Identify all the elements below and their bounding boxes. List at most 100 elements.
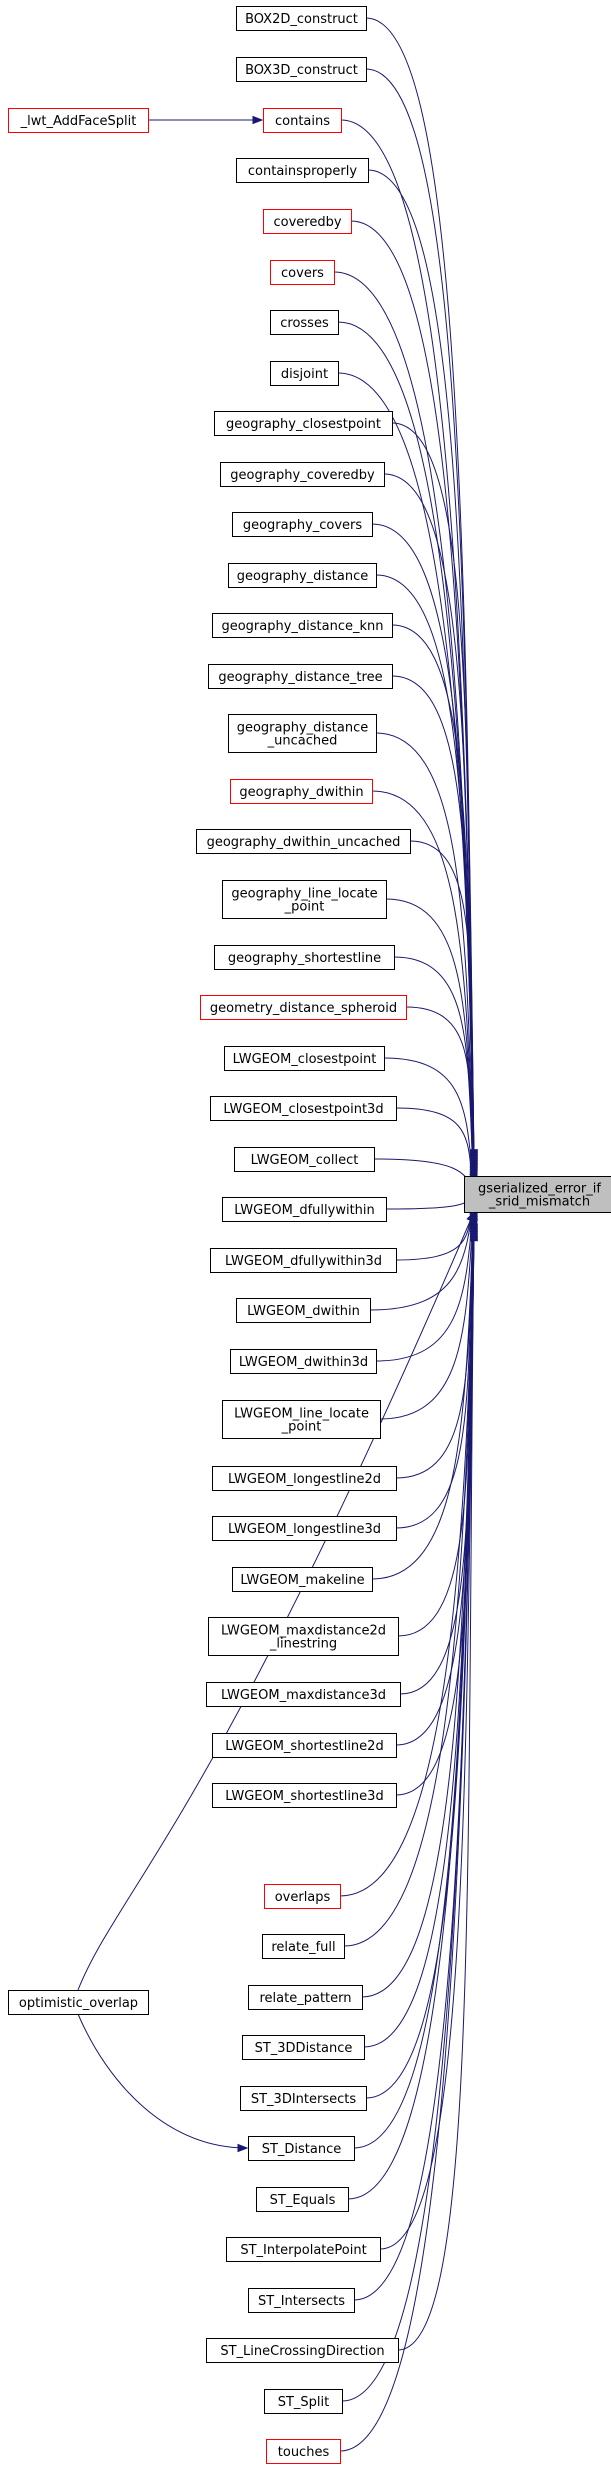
node-containsproperly[interactable]: containsproperly (236, 158, 369, 183)
node-label: ST_3DIntersects (251, 2092, 357, 2107)
node-label: BOX2D_construct (245, 12, 358, 27)
arrowhead (469, 1230, 479, 1242)
node-geography-distance-knn[interactable]: geography_distance_knn (212, 613, 393, 638)
node-lwgeom-dwithin[interactable]: LWGEOM_dwithin (236, 1298, 371, 1323)
node-box (208, 1617, 399, 1656)
node-label: geography_covers (243, 518, 363, 533)
node-lwgeom-longestline3d[interactable]: LWGEOM_longestline3d (212, 1516, 397, 1541)
node-covers[interactable]: covers (270, 260, 335, 285)
edge-lwgeom-longestline2d-to-target (395, 1201, 478, 1479)
node-label: disjoint (281, 367, 328, 382)
node-lwt-addfacesplit[interactable]: _lwt_AddFaceSplit (8, 108, 149, 133)
node-st-3ddistance[interactable]: ST_3DDistance (242, 2035, 365, 2060)
node-box (212, 1733, 397, 1758)
node-lwgeom-dwithin3d[interactable]: LWGEOM_dwithin3d (230, 1349, 377, 1374)
node-target[interactable]: gserialized_error_if_srid_mismatch (464, 1176, 611, 1213)
node-st-interpolatepoint[interactable]: ST_InterpolatePoint (226, 2237, 381, 2262)
node-label: containsproperly (248, 164, 357, 179)
node-geography-closestpoint[interactable]: geography_closestpoint (214, 411, 393, 436)
node-label: ST_3DDistance (255, 2041, 353, 2056)
node-label: _point (284, 900, 325, 915)
node-box (270, 361, 339, 386)
node-lwgeom-shortestline2d[interactable]: LWGEOM_shortestline2d (212, 1733, 397, 1758)
node-geography-distance-tree[interactable]: geography_distance_tree (208, 664, 393, 689)
node-label: LWGEOM_dwithin (247, 1304, 360, 1319)
node-overlaps[interactable]: overlaps (264, 1884, 341, 1909)
node-st-intersects[interactable]: ST_Intersects (248, 2288, 355, 2313)
node-geography-coveredby[interactable]: geography_coveredby (220, 462, 385, 487)
node-geography-shortestline[interactable]: geography_shortestline (214, 945, 395, 970)
edge-line (365, 17, 475, 1159)
node-box (212, 1516, 397, 1541)
node-geography-distance[interactable]: geography_distance (228, 563, 377, 588)
edge-line (375, 732, 475, 1181)
edge-coveredby-to-target (350, 220, 479, 1167)
edge-line (391, 675, 475, 1179)
edges-layer (77, 17, 479, 2452)
node-box (236, 1298, 371, 1323)
node-geography-dwithin-uncached[interactable]: geography_dwithin_uncached (196, 829, 411, 854)
node-lwgeom-maxdistance3d[interactable]: LWGEOM_maxdistance3d (206, 1682, 401, 1707)
node-label: ST_Intersects (258, 2294, 345, 2309)
node-lwgeom-collect[interactable]: LWGEOM_collect (234, 1147, 375, 1172)
node-label: optimistic_overlap (19, 1996, 138, 2011)
node-geography-covers[interactable]: geography_covers (232, 512, 373, 537)
node-st-3dintersects[interactable]: ST_3DIntersects (240, 2086, 367, 2111)
node-geometry-distance-spheroid[interactable]: geometry_distance_spheroid (200, 995, 407, 1020)
node-label: LWGEOM_dwithin3d (239, 1355, 368, 1370)
node-touches[interactable]: touches (266, 2439, 341, 2464)
node-box (230, 779, 373, 804)
node-geography-distance-uncached[interactable]: geography_distance_uncached (228, 714, 377, 753)
node-lwgeom-dfullywithin3d[interactable]: LWGEOM_dfullywithin3d (210, 1248, 397, 1273)
node-optimistic-overlap[interactable]: optimistic_overlap (8, 1990, 149, 2015)
node-lwgeom-maxdistance2d-linestring[interactable]: LWGEOM_maxdistance2d_linestring (208, 1617, 399, 1656)
node-crosses[interactable]: crosses (270, 310, 339, 335)
node-lwgeom-line-locate-point[interactable]: LWGEOM_line_locate_point (222, 1400, 381, 1439)
node-box2d-construct[interactable]: BOX2D_construct (236, 6, 367, 31)
node-box (256, 2187, 349, 2212)
edge-line (385, 1194, 475, 1210)
node-box (212, 613, 393, 638)
node-st-distance[interactable]: ST_Distance (248, 2136, 355, 2161)
node-coveredby[interactable]: coveredby (263, 209, 352, 234)
node-box (8, 1990, 149, 2015)
edge-line (395, 1203, 475, 1529)
nodes-layer: gserialized_error_if_srid_mismatch BOX2D_… (8, 6, 611, 2464)
node-lwgeom-dfullywithin[interactable]: LWGEOM_dfullywithin (222, 1197, 387, 1222)
node-label: covers (281, 266, 324, 281)
node-lwgeom-longestline2d[interactable]: LWGEOM_longestline2d (212, 1466, 397, 1491)
node-lwgeom-closestpoint[interactable]: LWGEOM_closestpoint (224, 1046, 385, 1071)
node-label: ST_InterpolatePoint (240, 2243, 366, 2258)
node-lwgeom-closestpoint3d[interactable]: LWGEOM_closestpoint3d (210, 1096, 397, 1121)
node-st-split[interactable]: ST_Split (264, 2389, 343, 2414)
node-box (236, 158, 369, 183)
node-contains[interactable]: contains (263, 108, 342, 133)
node-relate-full[interactable]: relate_full (262, 1934, 345, 1959)
node-disjoint[interactable]: disjoint (270, 361, 339, 386)
node-lwgeom-shortestline3d[interactable]: LWGEOM_shortestline3d (212, 1783, 397, 1808)
edge-line (353, 1227, 475, 2301)
node-st-linecrossingdirection[interactable]: ST_LineCrossingDirection (206, 2338, 399, 2363)
node-box (240, 2086, 367, 2111)
node-box (248, 1985, 363, 2010)
node-lwgeom-makeline[interactable]: LWGEOM_makeline (232, 1567, 373, 1592)
node-label: geography_line_locate (231, 887, 377, 902)
node-box (210, 1096, 397, 1121)
node-st-equals[interactable]: ST_Equals (256, 2187, 349, 2212)
node-label: BOX3D_construct (245, 63, 358, 78)
node-box (208, 664, 393, 689)
edge-geography-line-locate-point-to-target (385, 898, 478, 1187)
arrowhead (252, 115, 264, 125)
node-geography-line-locate-point[interactable]: geography_line_locate_point (222, 880, 387, 919)
edge-line (383, 473, 475, 1173)
edge-optimistic-overlap-to-target (77, 1210, 475, 1991)
node-box (234, 1147, 375, 1172)
node-label: LWGEOM_longestline3d (228, 1522, 381, 1537)
node-label: relate_full (271, 1940, 335, 1955)
node-box (270, 310, 339, 335)
edge-lwgeom-dfullywithin3d-to-target (395, 1194, 477, 1261)
node-box3d-construct[interactable]: BOX3D_construct (236, 57, 367, 82)
node-geography-dwithin[interactable]: geography_dwithin (230, 779, 373, 804)
node-relate-pattern[interactable]: relate_pattern (248, 1985, 363, 2010)
edge-line (77, 2013, 248, 2149)
